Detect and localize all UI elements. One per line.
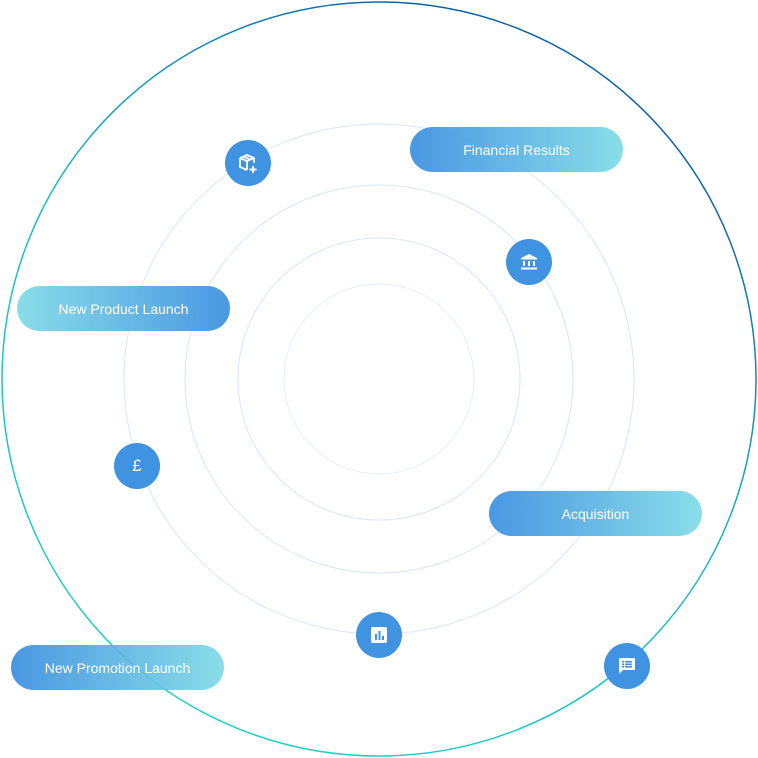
pound-icon[interactable]: £ <box>114 443 160 489</box>
bank-icon[interactable] <box>506 239 552 285</box>
message-icon[interactable] <box>604 643 650 689</box>
new-product-launch-pill[interactable]: New Product Launch <box>17 286 230 331</box>
ring-2 <box>237 237 521 521</box>
package-add-icon[interactable] <box>225 140 271 186</box>
bar-chart-icon[interactable] <box>356 612 402 658</box>
new-product-launch-label: New Product Launch <box>58 300 189 317</box>
ring-1 <box>283 283 475 475</box>
new-promotion-launch-pill[interactable]: New Promotion Launch <box>11 645 224 690</box>
new-promotion-launch-label: New Promotion Launch <box>44 659 191 676</box>
financial-results-label: Financial Results <box>463 141 570 158</box>
ring-3 <box>184 184 574 574</box>
pound-symbol: £ <box>132 456 142 475</box>
financial-results-pill[interactable]: Financial Results <box>410 127 623 172</box>
acquisition-pill[interactable]: Acquisition <box>489 491 702 536</box>
acquisition-label: Acquisition <box>561 505 630 522</box>
ring-4 <box>123 123 635 635</box>
